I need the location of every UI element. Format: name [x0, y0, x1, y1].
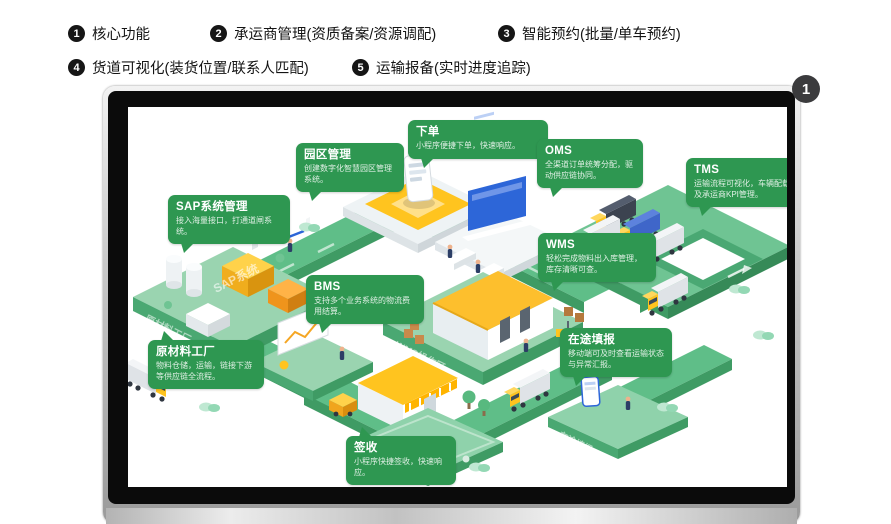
- feature-number-badge: 3: [498, 25, 515, 42]
- feature-number-badge: 1: [68, 25, 85, 42]
- feature-item-3: 3 智能预约(批量/单车预约): [498, 23, 681, 44]
- callout-desc: 支持多个业务系统的物流费用结算。: [314, 296, 410, 316]
- callout-title: BMS: [314, 281, 341, 293]
- callout-title: OMS: [545, 145, 573, 157]
- feature-label: 核心功能: [92, 27, 150, 43]
- road-trucks: [128, 359, 550, 417]
- callout-desc: 运输流程可视化，车辆配载及承运商KPI管理。: [694, 179, 787, 199]
- callout-title: SAP系统管理: [176, 201, 248, 213]
- callout-title: 在途填报: [568, 334, 616, 346]
- callout-qianshou: 签收 小程序快捷签收，快速响应。: [346, 426, 456, 486]
- feature-number-badge: 5: [352, 59, 369, 76]
- callout-desc: 小程序快捷签收，快速响应。: [354, 457, 442, 477]
- feature-label: 货道可视化(装货位置/联系人匹配): [92, 61, 309, 77]
- callout-title: TMS: [694, 164, 720, 176]
- feature-number-badge: 2: [210, 25, 227, 42]
- monitor-frame: 原材料工厂 SAP系统 园区管理: [103, 86, 800, 524]
- callout-xiadan: 下单 小程序便捷下单，快速响应。: [408, 120, 548, 168]
- callout-yuanqu: 园区管理 创建数字化智慧园区管理系统。: [296, 143, 404, 202]
- monitor-bezel: 原材料工厂 SAP系统 园区管理: [108, 91, 795, 504]
- callout-desc: 移动端可及时查看运输状态与异常汇报。: [568, 349, 664, 369]
- feature-item-5: 5 运输报备(实时进度追踪): [352, 57, 531, 78]
- callout-desc: 接入海量接口，打通道闸系统。: [176, 216, 272, 236]
- callout-bms: BMS 支持多个业务系统的物流费用结算。: [306, 275, 424, 334]
- oms-area: [435, 111, 565, 285]
- feature-label: 运输报备(实时进度追踪): [376, 61, 531, 77]
- in-transit-pad: 在途填报: [548, 375, 688, 459]
- feature-item-2: 2 承运商管理(资质备案/资源调配): [210, 23, 436, 44]
- callout-tms: TMS 运输流程可视化，车辆配载及承运商KPI管理。: [686, 158, 787, 217]
- callout-title: 园区管理: [304, 149, 352, 161]
- callout-title: 签收: [354, 442, 378, 454]
- feature-label: 承运商管理(资质备案/资源调配): [234, 27, 437, 43]
- feature-item-1: 1 核心功能: [68, 23, 150, 44]
- callout-zaitu: 在途填报 移动端可及时查看运输状态与异常汇报。: [560, 328, 672, 387]
- callout-desc: 轻松完成物料出入库管理，库存清晰可查。: [546, 254, 642, 274]
- order-pad-area: [343, 153, 493, 253]
- callout-desc: 物料仓储，运输，链接下游等供应链全流程。: [156, 361, 252, 381]
- callout-title: 下单: [416, 126, 440, 138]
- monitor-stand-bar: [106, 508, 797, 524]
- corner-step-badge: 1: [792, 75, 820, 103]
- callout-desc: 小程序便捷下单，快速响应。: [416, 141, 520, 151]
- isometric-logistics-map: 原材料工厂 SAP系统 园区管理: [128, 111, 787, 486]
- callout-title: 原材料工厂: [156, 346, 215, 358]
- callout-wms: WMS 轻松完成物料出入库管理，库存清晰可查。: [538, 233, 656, 292]
- feature-number-badge: 4: [68, 59, 85, 76]
- feature-item-4: 4 货道可视化(装货位置/联系人匹配): [68, 57, 309, 78]
- monitor-screen: 原材料工厂 SAP系统 园区管理: [128, 107, 787, 487]
- callout-title: WMS: [546, 239, 576, 251]
- callout-desc: 全渠道订单统筹分配，驱动供应链协同。: [545, 160, 633, 180]
- callout-sap: SAP系统管理 接入海量接口，打通道闸系统。: [168, 195, 290, 254]
- callout-factory: 原材料工厂 物料仓储，运输，链接下游等供应链全流程。: [148, 330, 264, 390]
- callout-desc: 创建数字化智慧园区管理系统。: [304, 164, 392, 184]
- feature-label: 智能预约(批量/单车预约): [522, 27, 681, 43]
- callout-oms: OMS 全渠道订单统筹分配，驱动供应链协同。: [537, 139, 643, 198]
- yellow-van: [329, 393, 357, 417]
- bi-report-area: [253, 302, 373, 401]
